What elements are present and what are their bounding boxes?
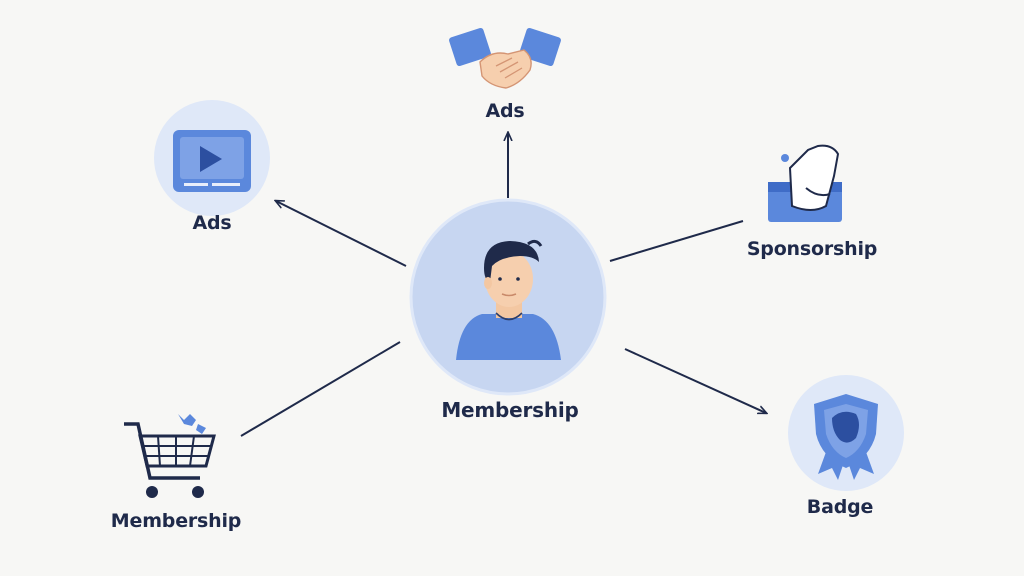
membership-left-label: Membership bbox=[110, 510, 242, 532]
connector-to-badge bbox=[624, 348, 766, 413]
connector-to-membership-left bbox=[240, 341, 401, 437]
handshake-icon bbox=[449, 27, 561, 89]
box-icon bbox=[768, 144, 842, 222]
shield-badge-icon bbox=[814, 394, 878, 480]
video-play-icon bbox=[173, 130, 251, 192]
connector-to-ads-left bbox=[276, 201, 407, 267]
badge-node bbox=[788, 375, 904, 491]
connector-to-sponsorship bbox=[609, 220, 744, 262]
ads-left-node bbox=[154, 100, 270, 216]
ads-left-label: Ads bbox=[192, 212, 232, 234]
center-membership-label: Membership bbox=[441, 398, 579, 422]
ads-top-label: Ads bbox=[485, 100, 525, 122]
center-node bbox=[409, 198, 607, 396]
person-icon bbox=[456, 239, 561, 360]
badge-label: Badge bbox=[806, 496, 874, 518]
sponsorship-label: Sponsorship bbox=[746, 238, 878, 260]
shopping-cart-icon bbox=[124, 414, 216, 498]
